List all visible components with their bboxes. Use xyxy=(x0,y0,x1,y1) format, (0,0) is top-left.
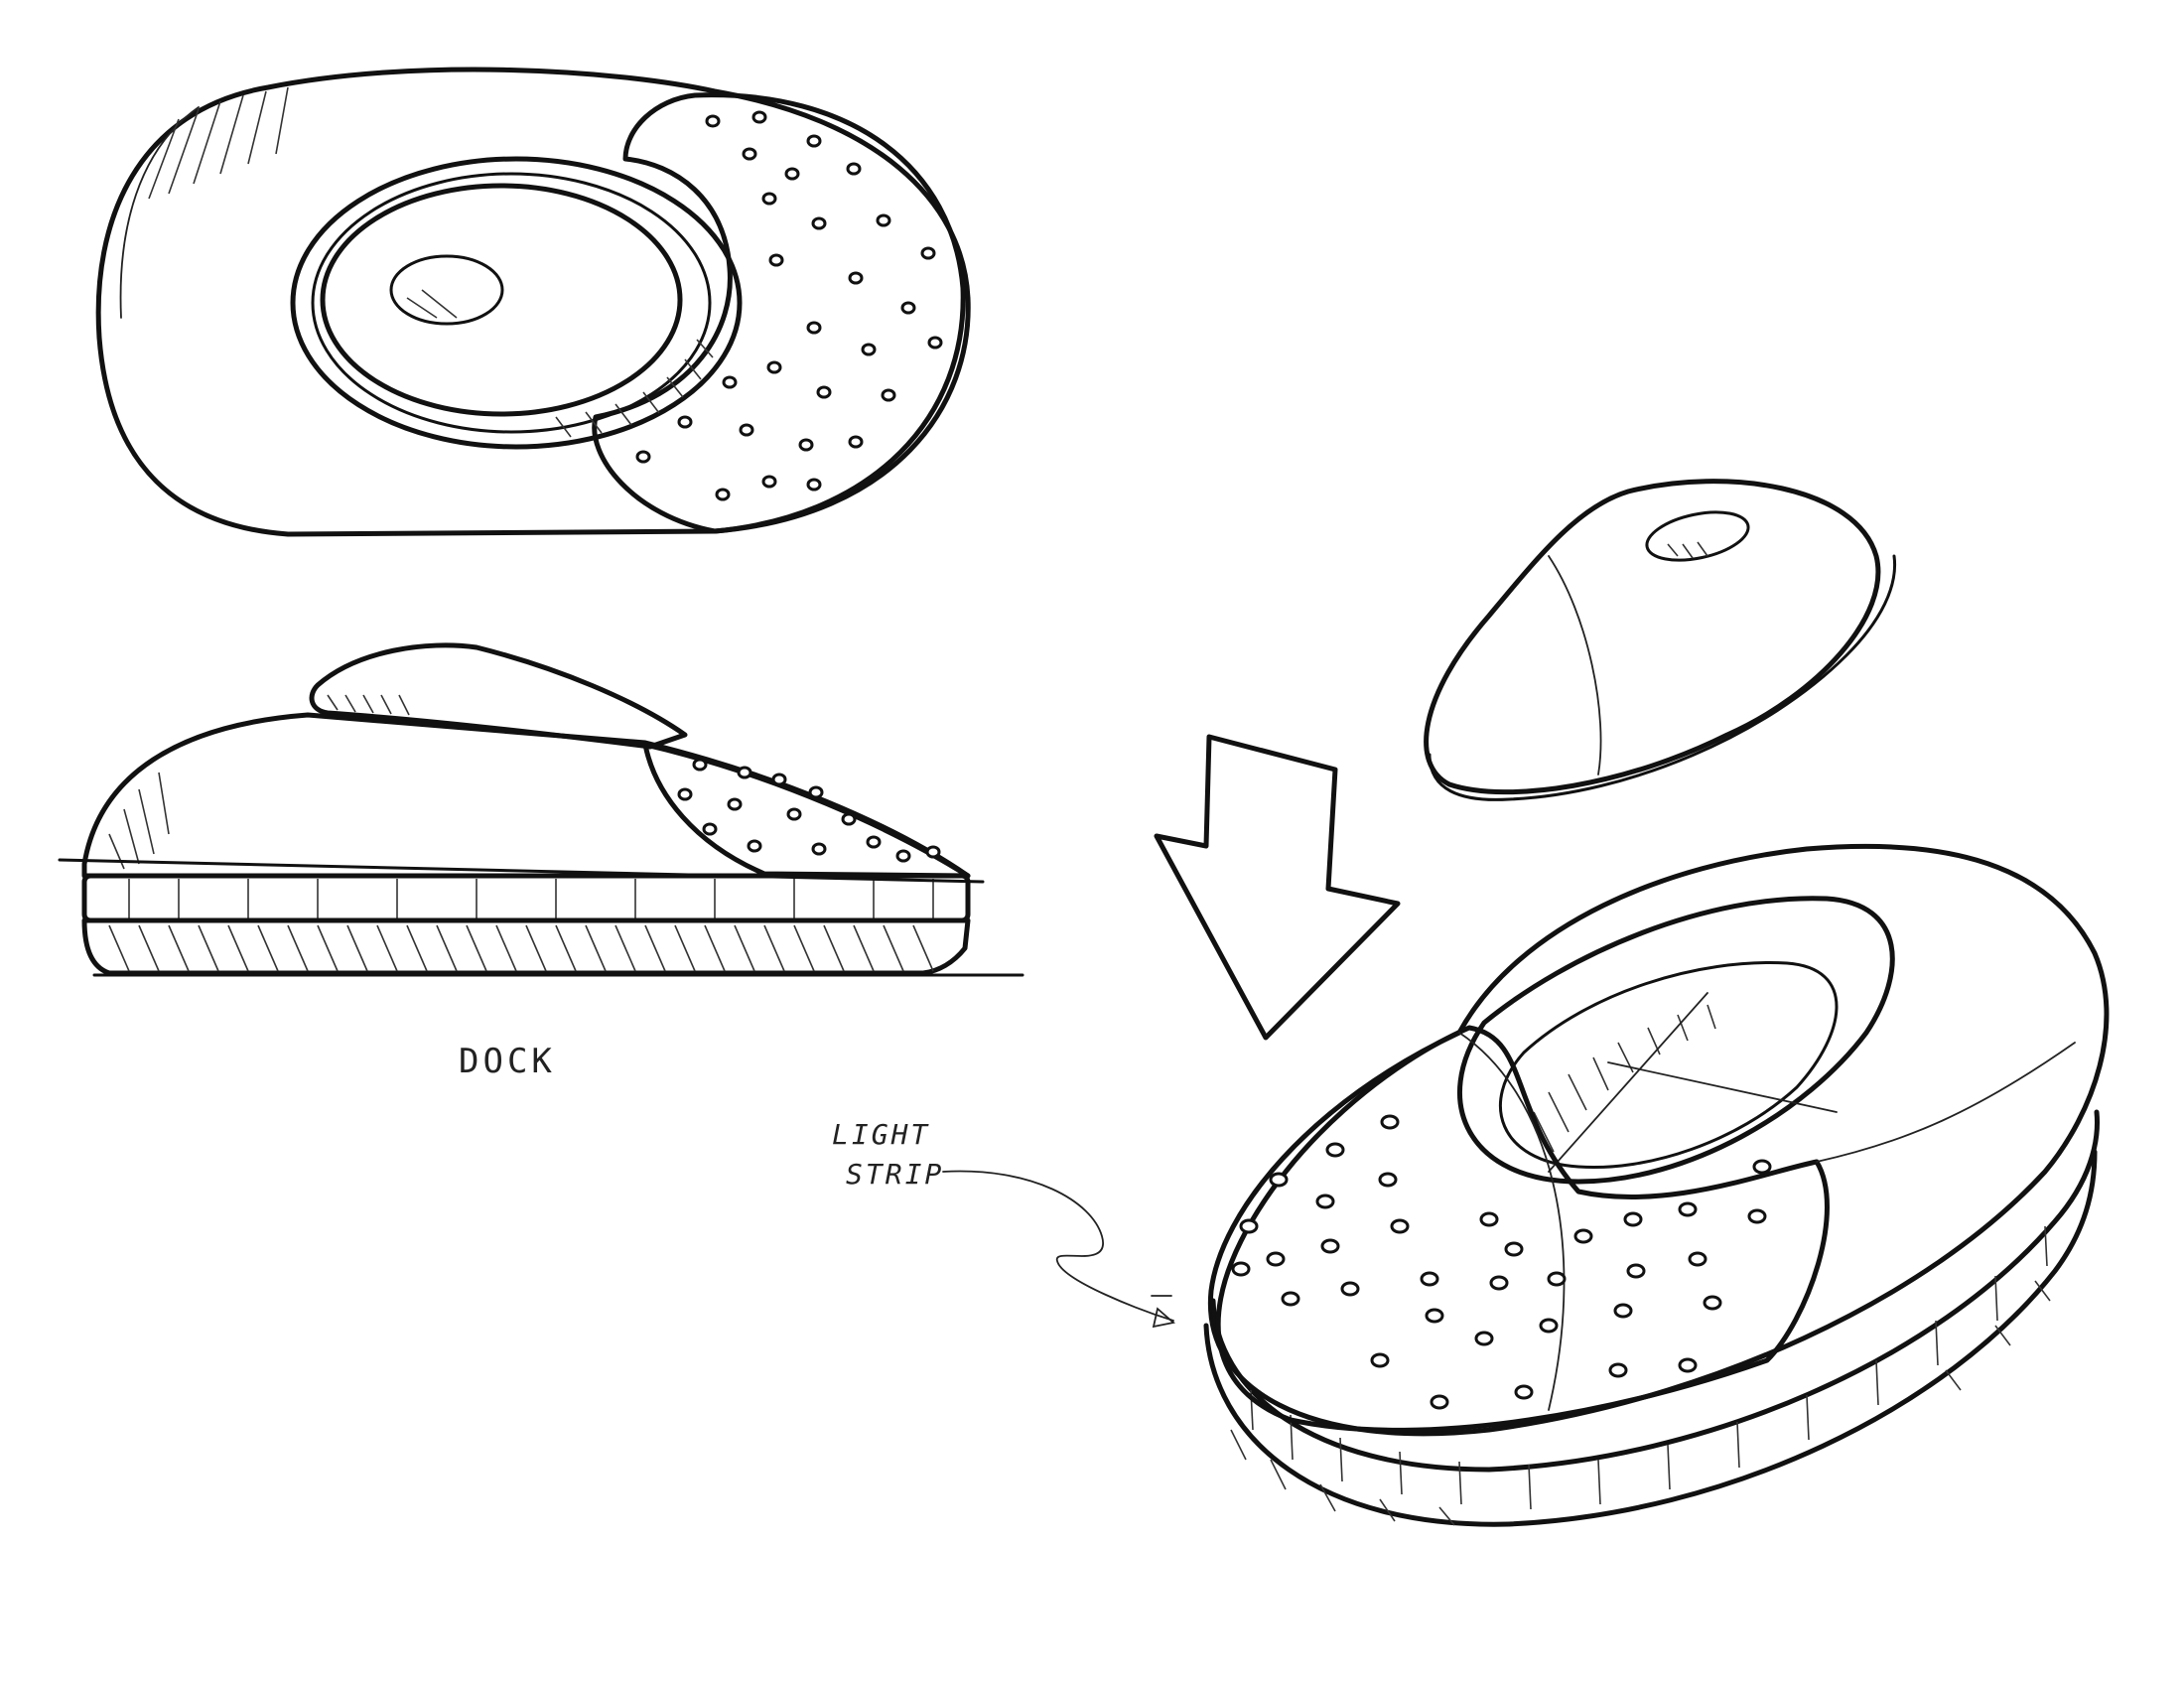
light-strip-leader-line xyxy=(942,1170,1174,1322)
iso-cradle-inner xyxy=(1498,961,1839,1170)
iso-seam-line xyxy=(1458,1032,1566,1411)
side-view-ground-line xyxy=(58,858,985,884)
puck-edge xyxy=(1428,554,1897,801)
top-view-edge-hatch xyxy=(148,86,289,200)
puck-body xyxy=(1424,479,1881,795)
down-arrow xyxy=(1154,734,1401,1041)
iso-cradle-guide-1 xyxy=(1607,1061,1838,1113)
iso-cradle-guide-2 xyxy=(1548,992,1708,1173)
top-view-speaker-dots xyxy=(635,110,943,501)
top-view-center-button xyxy=(389,254,504,326)
iso-base-hatch xyxy=(1230,1280,2051,1526)
top-view-cradle-rim xyxy=(311,172,712,434)
iso-base xyxy=(1203,1149,2098,1527)
dock-top-view xyxy=(95,67,971,537)
puck-button xyxy=(1645,510,1750,562)
side-view-puck xyxy=(309,642,688,750)
remote-puck xyxy=(1424,479,1897,801)
dock-label: DOCK xyxy=(459,1042,556,1081)
iso-cradle-outer xyxy=(1457,896,1895,1185)
side-view-base xyxy=(81,917,971,976)
side-view-puck-hatch xyxy=(327,694,410,716)
light-strip-callout: LIGHT STRIP xyxy=(832,1118,1175,1329)
side-view-dome xyxy=(81,712,971,879)
top-view-cradle-hatch xyxy=(555,339,714,438)
top-view-cradle-outer xyxy=(290,156,743,450)
top-view-cradle-inner xyxy=(320,183,683,417)
iso-speaker-dots xyxy=(1231,1114,1772,1410)
iso-strip-ticks xyxy=(1250,1225,2048,1510)
light-strip-label-line2: STRIP xyxy=(846,1158,944,1191)
top-view-outer-shell xyxy=(95,67,971,537)
light-strip-arrowhead xyxy=(1151,1295,1175,1329)
top-view-inner-edge xyxy=(119,106,200,319)
puck-button-hatch xyxy=(1667,541,1708,559)
side-view-base-hatch xyxy=(108,924,934,972)
light-strip-label-line1: LIGHT xyxy=(832,1118,930,1151)
top-view-speaker-panel xyxy=(592,92,966,534)
iso-outer-top xyxy=(1207,843,2110,1437)
iso-speaker-surface xyxy=(1215,1025,1830,1433)
side-view-strip-ticks xyxy=(128,879,934,918)
dock-isometric-view xyxy=(1203,843,2110,1527)
side-view-light-strip xyxy=(81,873,971,923)
side-view-dome-hatch xyxy=(108,772,170,870)
side-view-speaker-dots xyxy=(677,758,941,863)
dock-side-view xyxy=(58,642,1024,977)
iso-seam-line-right xyxy=(1816,1042,2076,1163)
iso-cradle-hatch xyxy=(1533,1004,1716,1153)
puck-centerline xyxy=(1548,555,1602,775)
